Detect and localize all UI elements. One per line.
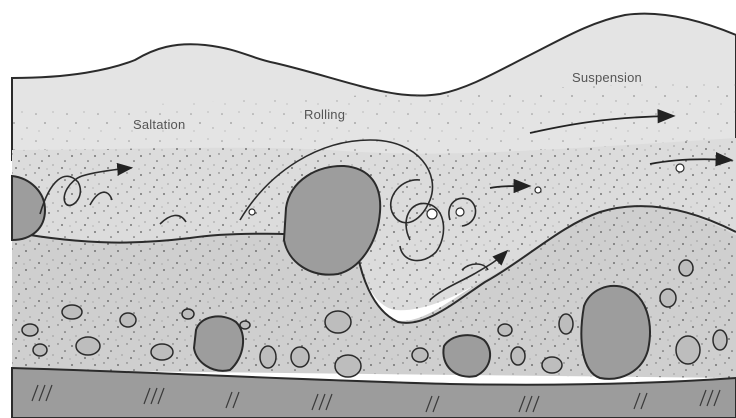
rock-bed-center <box>443 335 490 376</box>
saltation-label: Saltation <box>133 117 185 132</box>
suspension-label: Suspension <box>572 70 642 85</box>
rock-bed-right <box>581 286 650 379</box>
rock-mid-bed <box>194 316 243 370</box>
rolling-label: Rolling <box>304 107 345 122</box>
